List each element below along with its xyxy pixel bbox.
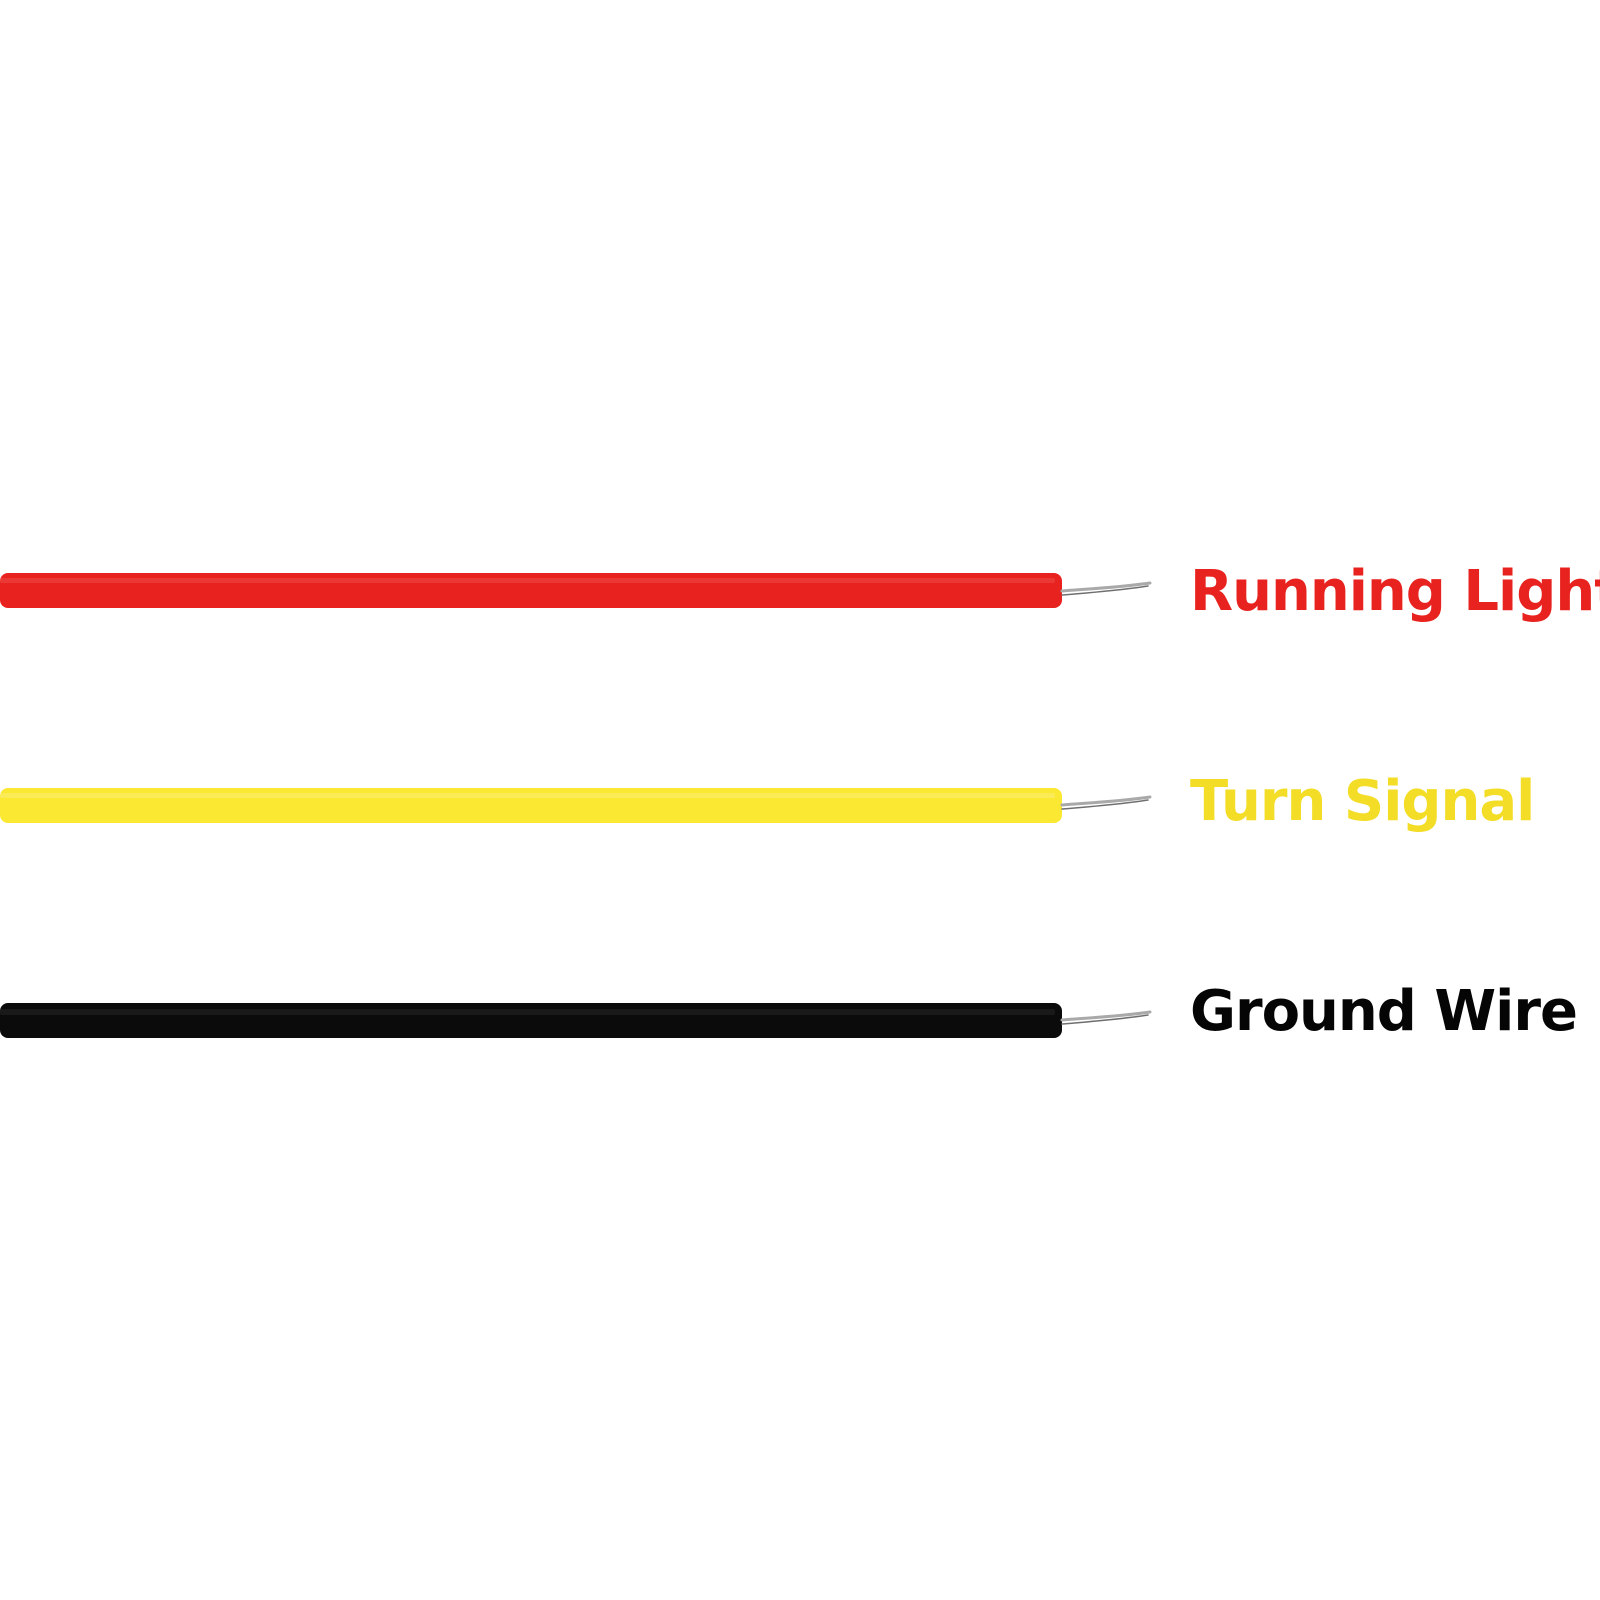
wire-row-turn-signal: Turn Signal — [0, 750, 1600, 850]
red-wire-conductor-strand — [1061, 585, 1149, 596]
turn-signal-label: Turn Signal — [1190, 769, 1535, 834]
yellow-wire-highlight — [0, 793, 1055, 798]
black-wire-insulation — [0, 1003, 1062, 1038]
black-wire-highlight — [0, 1009, 1055, 1015]
yellow-wire-conductor — [1060, 795, 1152, 807]
black-wire-conductor-strand — [1061, 1014, 1149, 1025]
red-wire-insulation — [0, 573, 1062, 608]
yellow-wire-graphic — [0, 788, 1152, 823]
running-light-label: Running Light — [1190, 559, 1600, 624]
wire-row-running-light: Running Light — [0, 540, 1600, 640]
ground-wire-label: Ground Wire — [1190, 979, 1578, 1044]
yellow-wire-conductor-strand — [1061, 799, 1149, 810]
black-wire-graphic — [0, 1003, 1152, 1038]
red-wire-graphic — [0, 573, 1152, 608]
wire-row-ground-wire: Ground Wire — [0, 960, 1600, 1060]
red-wire-highlight — [0, 578, 1055, 583]
yellow-wire-insulation — [0, 788, 1062, 823]
black-wire-conductor — [1060, 1010, 1152, 1022]
red-wire-conductor — [1060, 581, 1152, 593]
